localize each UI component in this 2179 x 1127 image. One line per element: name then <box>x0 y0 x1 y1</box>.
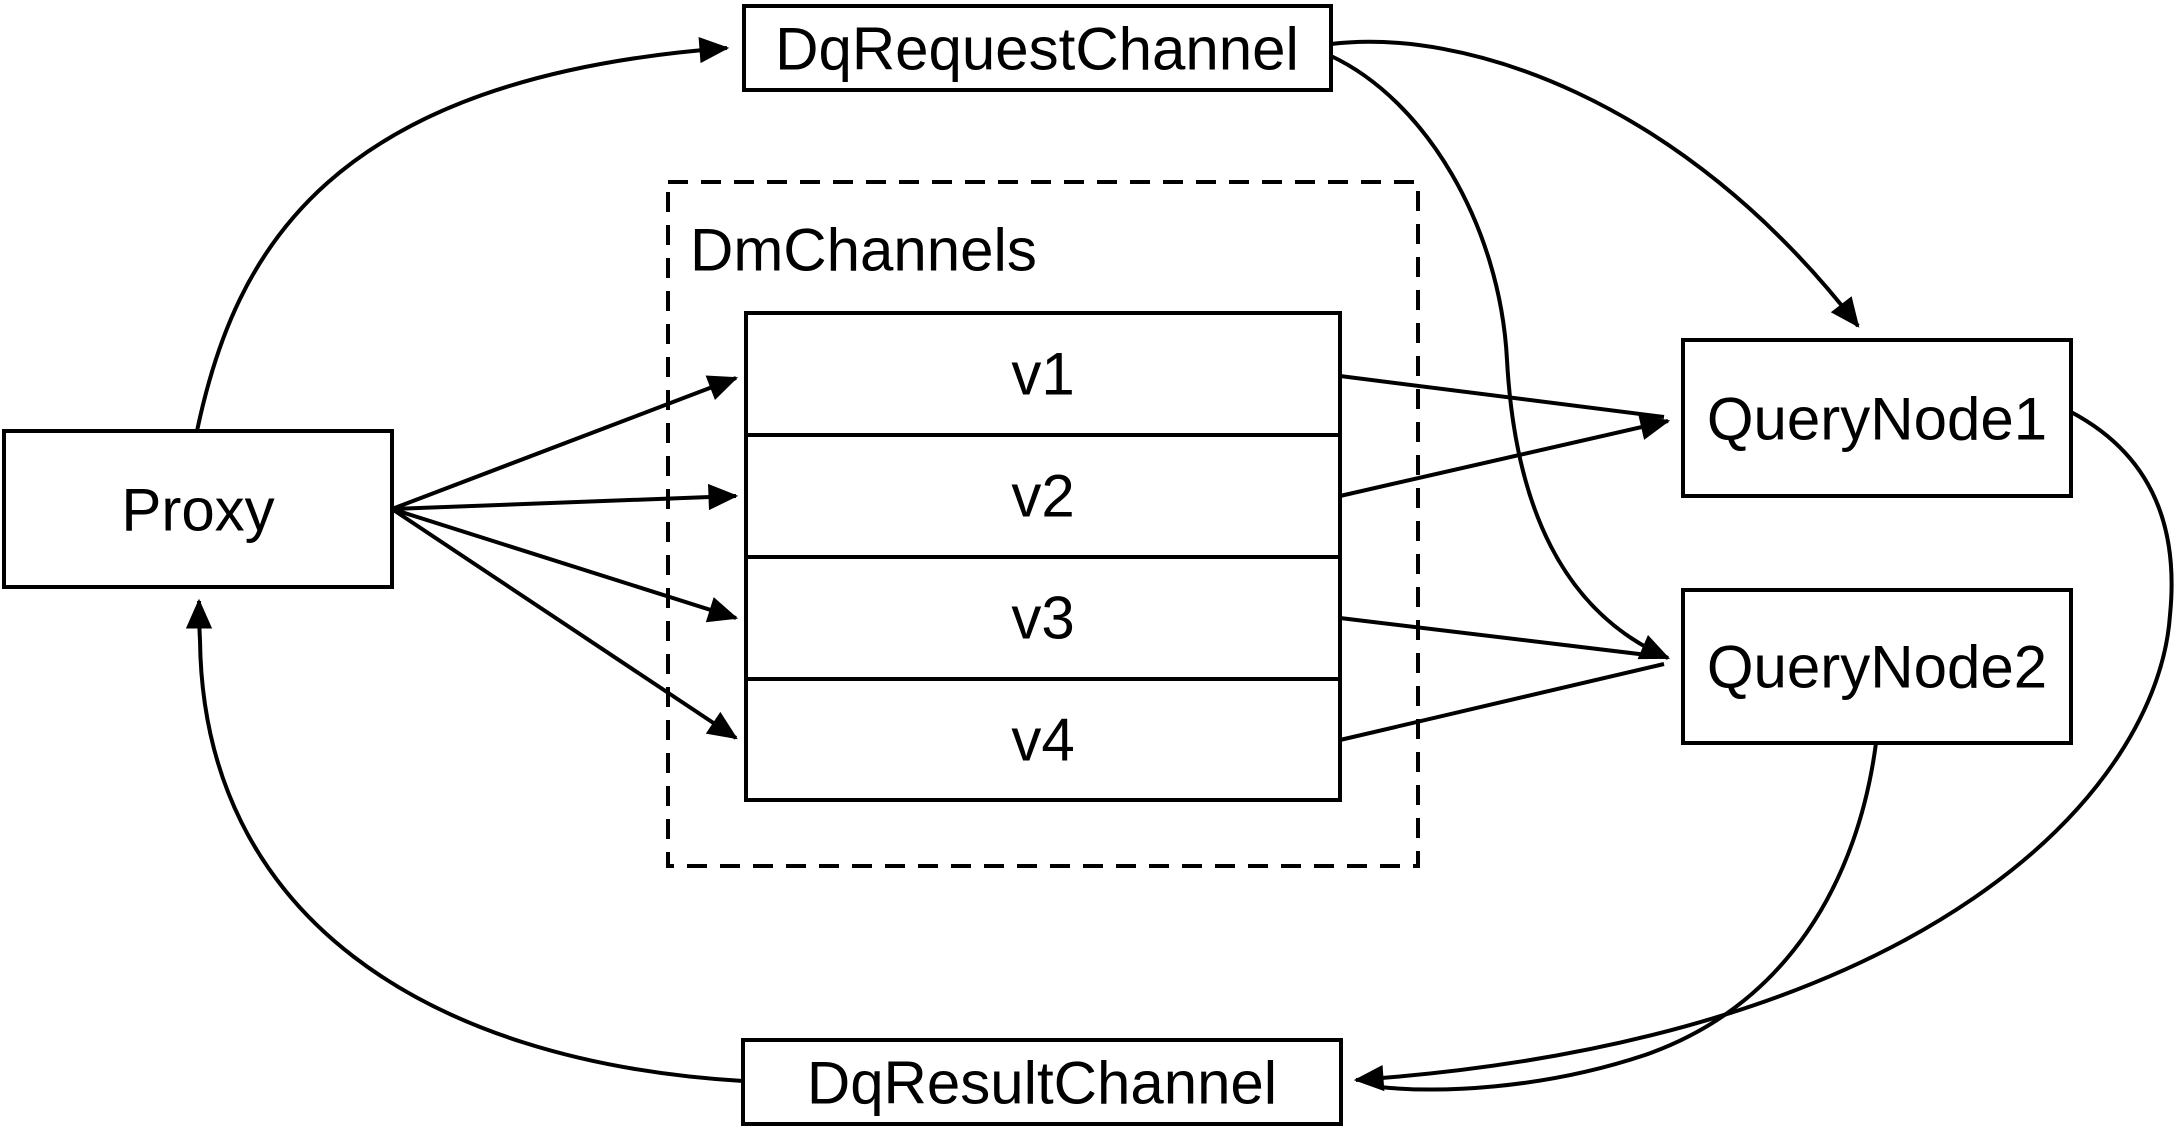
edge-query-node-2-to-dq-result-channel <box>1379 742 1878 1092</box>
dq-result-channel-box <box>741 1038 1343 1126</box>
node-dq-request-channel: DqRequestChannel <box>742 4 1333 92</box>
edge-proxy-to-v1 <box>391 375 739 511</box>
edge-dq-request-channel-to-query-node-1 <box>1330 39 1860 328</box>
dq-request-channel-box <box>742 4 1333 92</box>
query-node-2-label: QueryNode2 <box>1707 634 2047 701</box>
edge-dq-request-channel-to-query-node-2 <box>1330 54 1671 660</box>
channel-table: v1 v2 v3 v4 <box>744 311 1342 802</box>
edge-v1-to-query-node-1 <box>1339 374 1665 419</box>
dq-result-channel-label: DqResultChannel <box>807 1050 1277 1117</box>
node-proxy: Proxy <box>2 429 394 589</box>
edge-proxy-to-v4 <box>390 507 738 740</box>
dm-channels-dashed-border <box>666 180 1420 868</box>
edge-v2-to-query-node-1 <box>1339 414 1671 498</box>
edge-v3-to-query-node-2 <box>1339 616 1665 659</box>
dq-request-channel-label: DqRequestChannel <box>775 16 1299 83</box>
proxy-label: Proxy <box>121 477 274 544</box>
channel-row-v1: v1 <box>1011 341 1074 408</box>
edge-proxy-to-dq-request-channel <box>195 37 730 432</box>
dm-channels-label: DmChannels <box>690 217 1037 284</box>
channel-row-v3: v3 <box>1011 585 1074 652</box>
proxy-box <box>2 429 394 589</box>
edge-dq-result-channel-to-proxy <box>185 598 744 1083</box>
channel-row-v2: v2 <box>1011 463 1074 530</box>
edges <box>185 37 2174 1092</box>
query-node-2-box <box>1681 588 2073 745</box>
query-node-1-label: QueryNode1 <box>1707 386 2047 453</box>
edge-v4-to-query-node-2 <box>1339 662 1665 742</box>
edge-proxy-to-v3 <box>391 507 739 623</box>
node-query-node-2: QueryNode2 <box>1681 588 2073 745</box>
node-query-node-1: QueryNode1 <box>1681 338 2073 498</box>
edge-proxy-to-v2 <box>391 483 739 511</box>
group-dm-channels: DmChannels <box>666 180 1420 868</box>
node-dq-result-channel: DqResultChannel <box>741 1038 1343 1126</box>
query-node-1-box <box>1681 338 2073 498</box>
edge-query-node-1-to-dq-result-channel <box>1353 410 2174 1092</box>
channel-row-v4: v4 <box>1011 707 1074 774</box>
